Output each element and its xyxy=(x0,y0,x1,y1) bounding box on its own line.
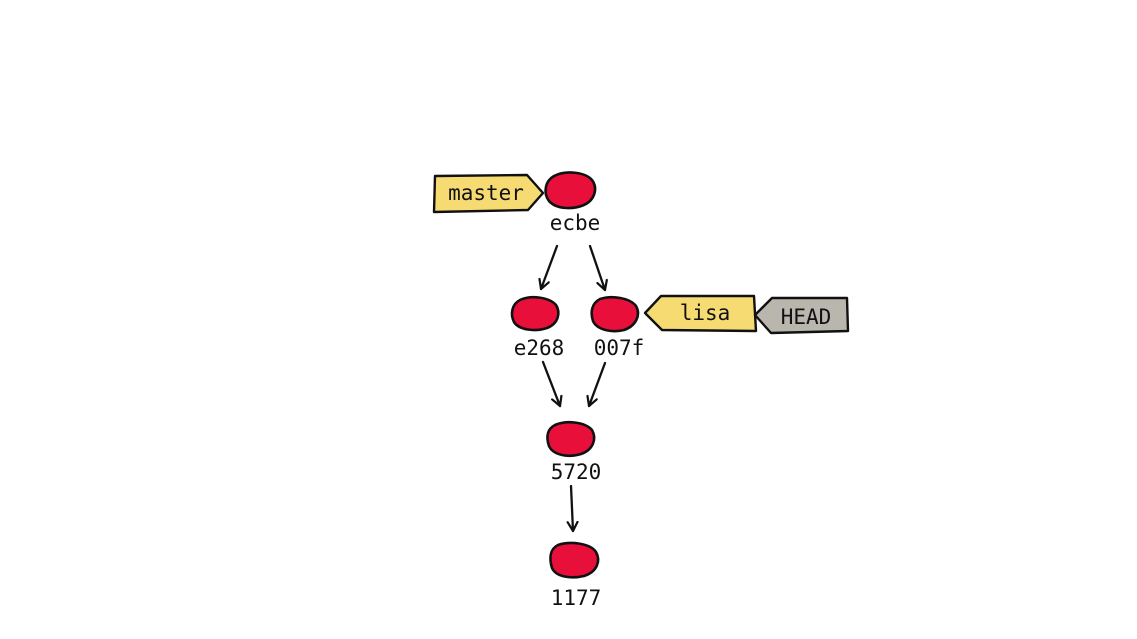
edge-007f-5720 xyxy=(589,361,607,408)
edge-ecbe-007f xyxy=(588,244,605,292)
branch-tag-master-shape xyxy=(432,173,545,214)
commit-label-5720: 5720 xyxy=(551,460,602,484)
edge-e268-5720 xyxy=(541,360,560,408)
branch-tag-master-label: master xyxy=(448,181,524,205)
commit-label-007f: 007f xyxy=(594,336,645,360)
ref-tags: master lisa HEAD xyxy=(432,173,850,335)
commit-node-ecbe xyxy=(544,171,597,210)
branch-tag-lisa-label: lisa xyxy=(680,301,731,325)
commit-nodes xyxy=(510,171,640,579)
branch-tag-master[interactable]: master xyxy=(432,173,545,214)
commit-edges xyxy=(541,244,607,533)
commit-node-007f xyxy=(590,295,640,333)
commit-label-1177: 1177 xyxy=(551,586,602,610)
commit-node-5720 xyxy=(546,420,596,458)
edge-5720-1177 xyxy=(571,484,573,533)
edge-ecbe-e268 xyxy=(541,244,559,291)
head-tag-label: HEAD xyxy=(781,305,832,329)
commit-label-ecbe: ecbe xyxy=(550,211,601,235)
head-tag[interactable]: HEAD xyxy=(753,296,850,335)
commit-labels: ecbe e268 007f 5720 1177 xyxy=(514,211,645,610)
commit-node-1177 xyxy=(549,541,600,579)
head-tag-shape xyxy=(753,296,850,335)
commit-node-e268 xyxy=(510,295,560,332)
branch-tag-lisa[interactable]: lisa xyxy=(643,294,758,333)
commit-label-e268: e268 xyxy=(514,336,565,360)
